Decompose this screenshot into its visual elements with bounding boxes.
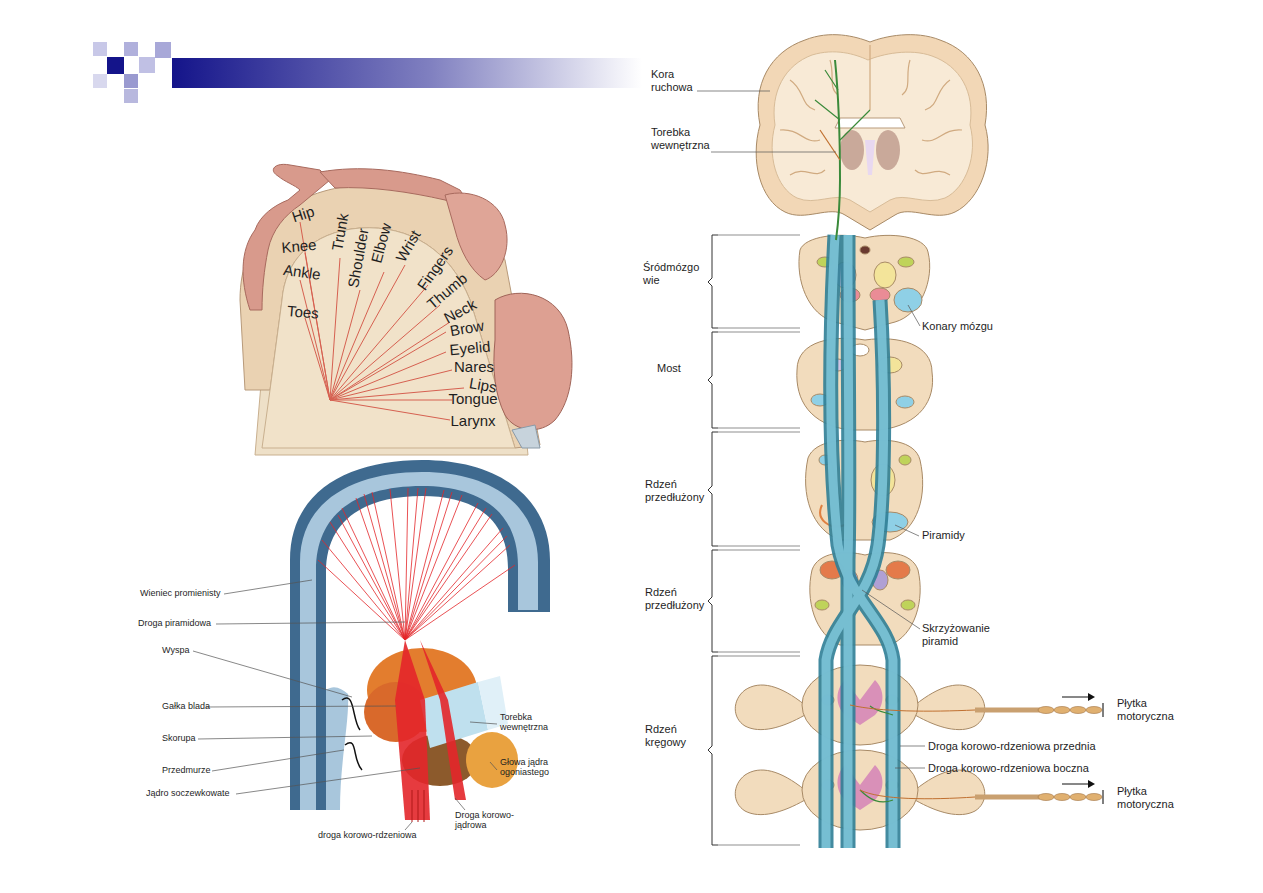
part-label: Gałka blada bbox=[162, 701, 210, 711]
part-label: Skrzyżowanie piramid bbox=[922, 622, 1006, 647]
part-label: Płytka motoryczna bbox=[1117, 785, 1183, 810]
part-label: Przedmurze bbox=[162, 765, 211, 775]
part-label: Nares bbox=[454, 358, 494, 375]
level-brackets bbox=[708, 235, 800, 845]
part-label: Knee bbox=[281, 236, 317, 256]
part-label: Trunk bbox=[328, 212, 352, 252]
part-label: Most bbox=[657, 362, 681, 375]
part-label: Ankle bbox=[282, 261, 322, 283]
part-label: Rdzeń kręgowy bbox=[645, 723, 703, 748]
part-label: Wyspa bbox=[162, 645, 189, 655]
part-label: Tongue bbox=[448, 390, 497, 407]
part-label: droga korowo-rdzeniowa bbox=[318, 830, 417, 840]
part-label: Droga korowo-rdzeniowa boczna bbox=[928, 762, 1089, 775]
part-label: Droga korowo-rdzeniowa przednia bbox=[928, 740, 1096, 753]
coronal-brain bbox=[756, 35, 988, 230]
part-label: Głowa jądra ogoniastego bbox=[500, 757, 566, 778]
part-label: Piramidy bbox=[922, 529, 965, 542]
part-label: Skorupa bbox=[162, 733, 196, 743]
part-label: Wieniec promienisty bbox=[140, 588, 221, 598]
motor-homunculus bbox=[240, 164, 572, 455]
part-label: Torebka wewnętrzna bbox=[651, 126, 713, 151]
part-label: Wrist bbox=[392, 227, 424, 265]
slide-logo bbox=[93, 42, 642, 103]
part-label: Droga korowo-jądrowa bbox=[455, 810, 527, 831]
part-label: Płytka motoryczna bbox=[1117, 697, 1183, 722]
leader-lines bbox=[193, 580, 497, 830]
corticospinal-tracts bbox=[815, 60, 975, 848]
part-label: Rdzeń przedłużony bbox=[645, 478, 713, 503]
part-label: Hip bbox=[290, 202, 317, 225]
leader-lines-right bbox=[697, 91, 925, 768]
part-label: Śródmózgo wie bbox=[643, 261, 703, 286]
part-label: Toes bbox=[286, 302, 319, 322]
part-label: Jądro soczewkowate bbox=[146, 788, 230, 798]
part-label: Elbow bbox=[367, 221, 394, 265]
part-label: Droga piramidowa bbox=[138, 618, 211, 628]
part-label: Larynx bbox=[450, 412, 495, 429]
part-label: Rdzeń przedłużony bbox=[645, 586, 713, 611]
part-label: Eyelid bbox=[449, 338, 491, 359]
part-label: Kora ruchowa bbox=[651, 68, 703, 93]
part-label: Torebka wewnętrzna bbox=[500, 712, 558, 733]
part-label: Konary mózgu bbox=[922, 320, 993, 333]
